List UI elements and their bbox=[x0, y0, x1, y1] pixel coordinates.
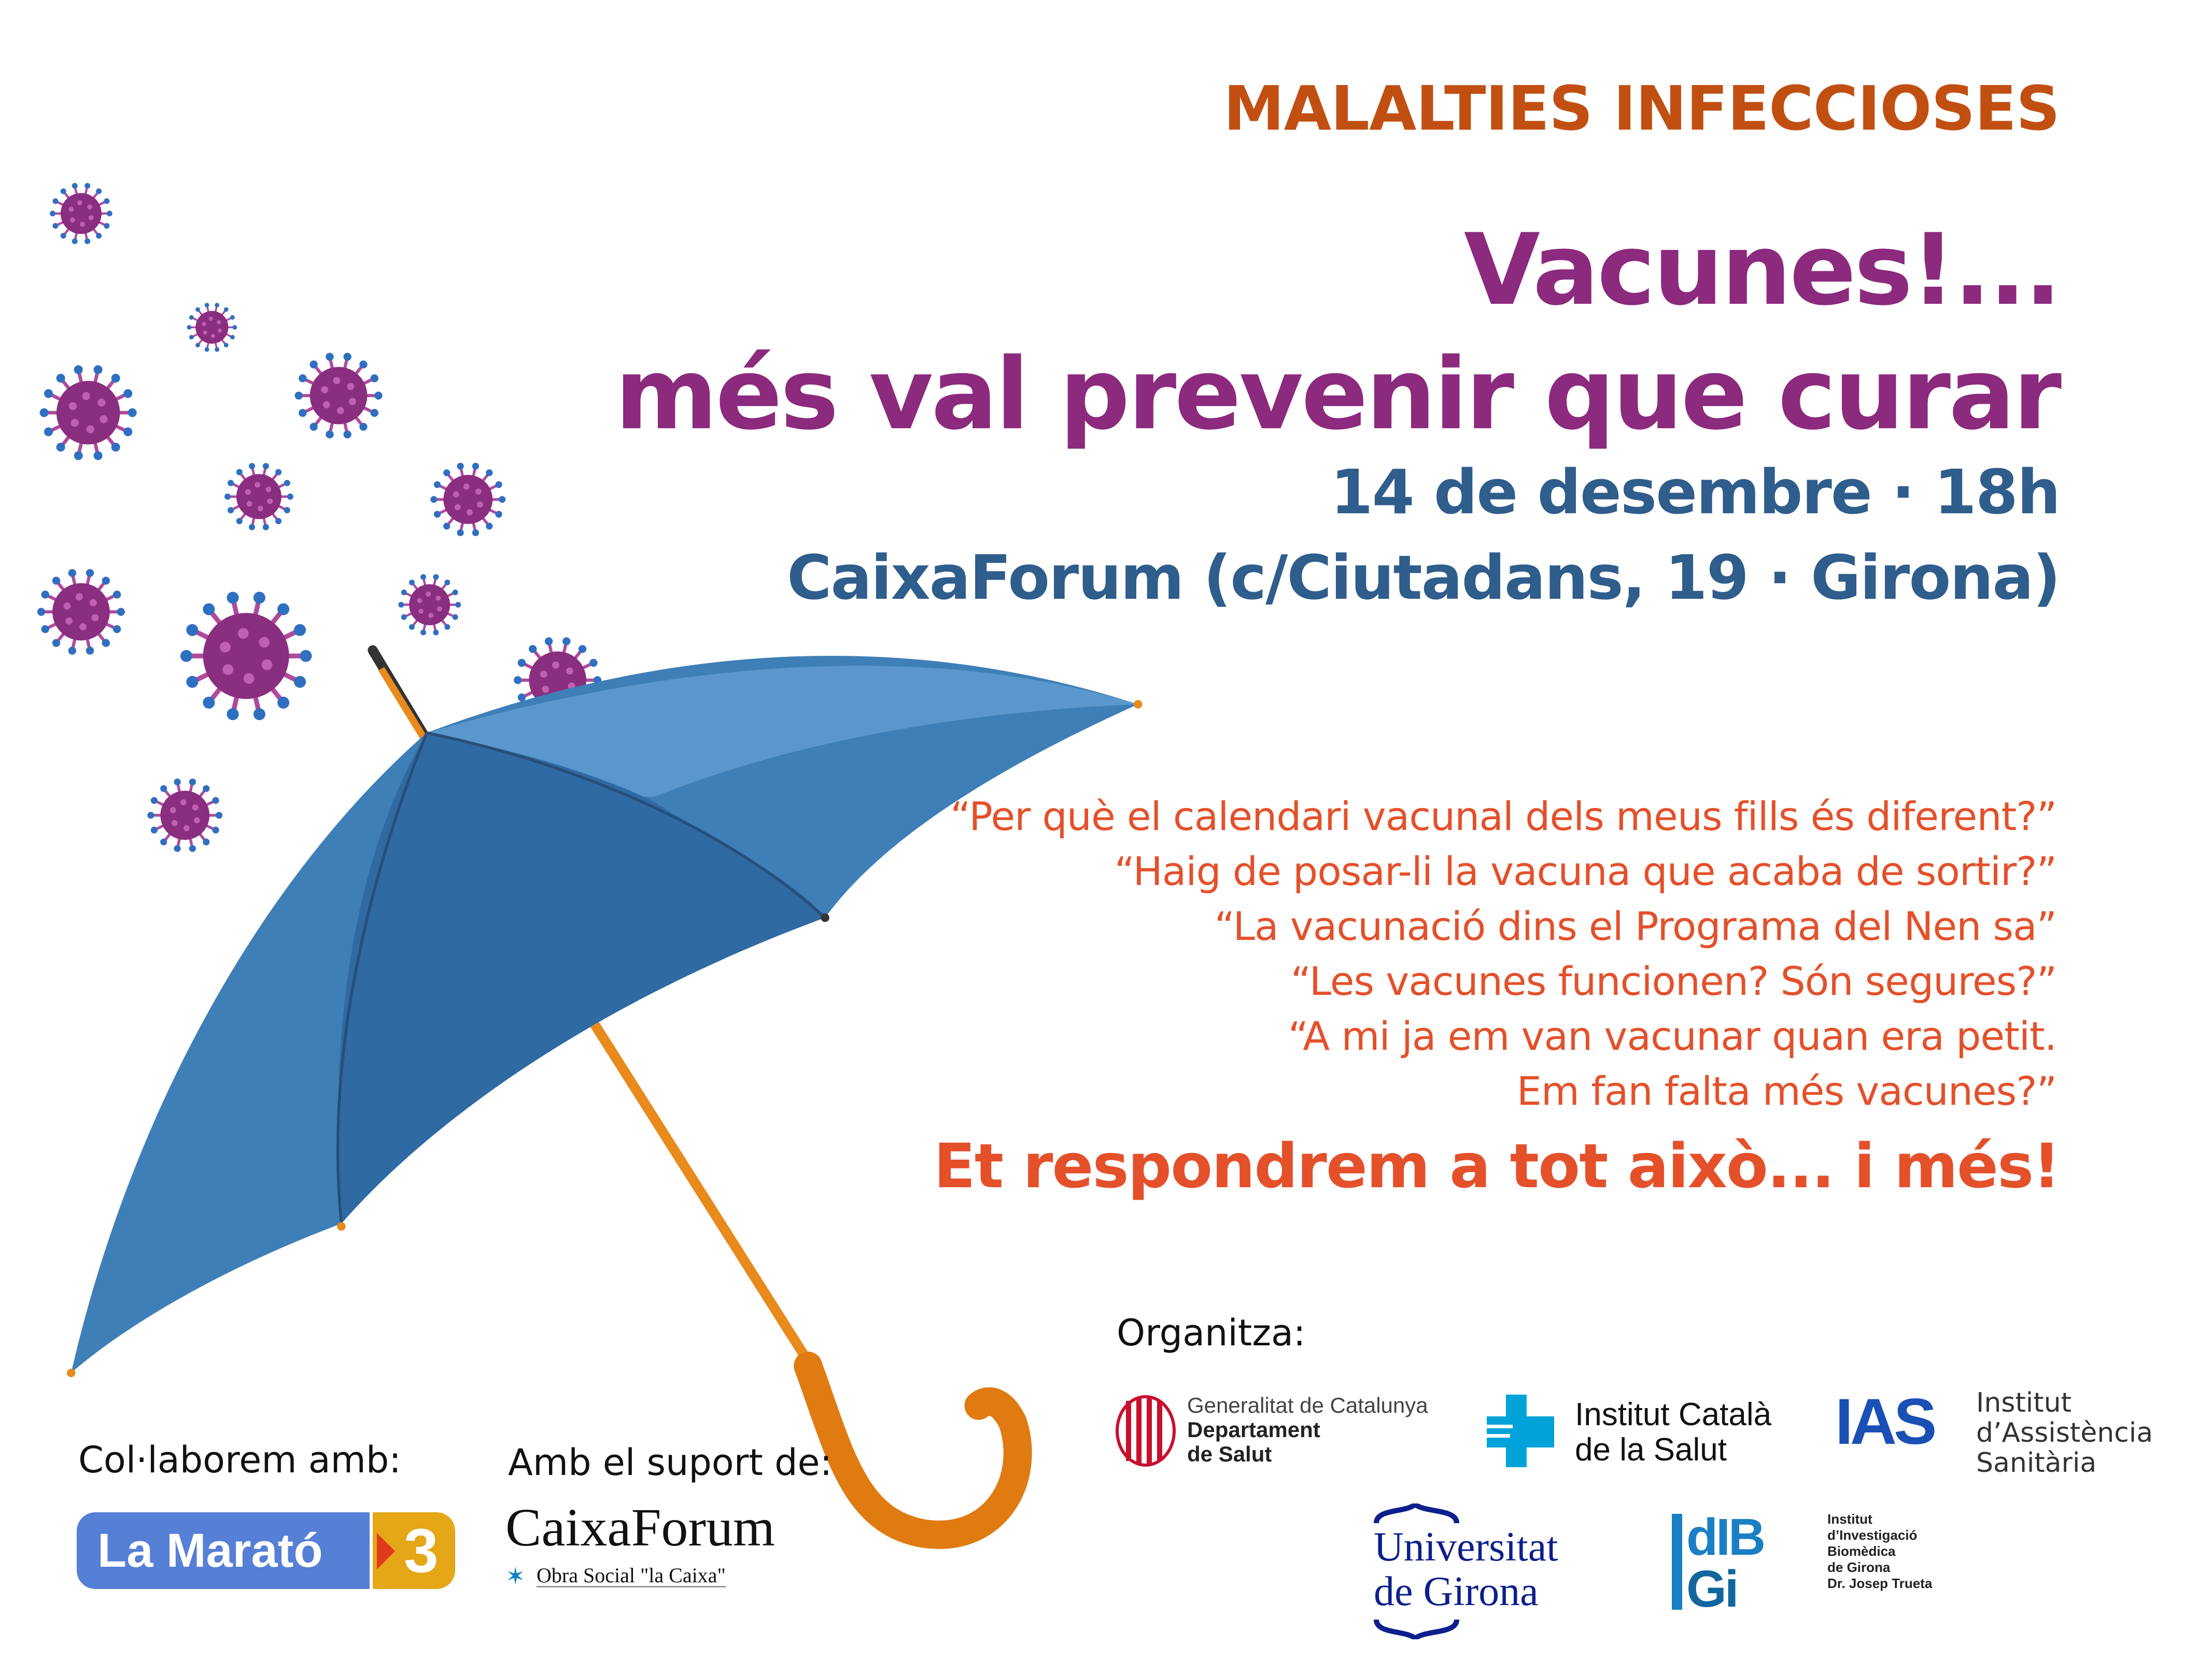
virus-icon bbox=[180, 592, 312, 721]
collaborators-label: Col·laborem amb: bbox=[78, 1439, 401, 1481]
ics-logo: Institut Català de la Salut bbox=[1487, 1395, 1824, 1467]
umbrella-highlight bbox=[427, 666, 1138, 797]
question: “Haig de posar-li la vacuna que acaba de… bbox=[1114, 848, 2057, 894]
event-date: 14 de desembre · 18h bbox=[1330, 456, 2061, 528]
virus-icon bbox=[224, 462, 293, 530]
tv3-logo: 3 bbox=[373, 1512, 455, 1589]
kicker-heading: MALALTIES INFECCIOSES bbox=[1223, 73, 2060, 144]
virus-icon bbox=[37, 569, 125, 655]
la-caixa-star-icon: ✶ bbox=[505, 1562, 526, 1590]
gencat-emblem-icon bbox=[1116, 1395, 1176, 1467]
title-line-2: més val prevenir que curar bbox=[615, 337, 2062, 452]
event-venue: CaixaForum (c/Ciutadans, 19 · Girona) bbox=[786, 542, 2061, 613]
virus-icon bbox=[39, 365, 137, 460]
virus-icon bbox=[430, 462, 506, 537]
umbrella-illustration bbox=[66, 645, 1143, 1549]
virus-icon bbox=[294, 353, 383, 439]
virus-icon bbox=[398, 574, 461, 636]
udg-logo: Universitat de Girona bbox=[1374, 1503, 1591, 1659]
la-marato-logo: La Marató bbox=[77, 1512, 370, 1589]
gencat-logo: Generalitat de Catalunya Departament de … bbox=[1115, 1395, 1472, 1467]
tv3-stripes-icon bbox=[377, 1533, 395, 1569]
question: “Per què el calendari vacunal dels meus … bbox=[950, 793, 2057, 839]
umbrella-top-shaft bbox=[378, 667, 430, 745]
question: “La vacunació dins el Programa del Nen s… bbox=[1214, 903, 2057, 949]
umbrella-handle bbox=[794, 1352, 1032, 1549]
virus-icon bbox=[147, 778, 223, 852]
question: Em fan falta més vacunes?” bbox=[1516, 1068, 2057, 1114]
idibgi-logo: dIB Gi Institut d’Investigació Biomèdica… bbox=[1672, 1511, 1983, 1615]
support-label: Amb el suport de: bbox=[508, 1441, 833, 1484]
question: “A mi ja em van vacunar quan era petit. bbox=[1288, 1013, 2057, 1059]
organizers-label: Organitza: bbox=[1117, 1312, 1306, 1354]
ics-cross-icon bbox=[1487, 1395, 1554, 1467]
caixaforum-logo: CaixaForum ✶ Obra Social "la Caixa" bbox=[505, 1498, 775, 1591]
udg-bracket-bottom-icon bbox=[1374, 1619, 1459, 1639]
udg-bracket-top-icon bbox=[1374, 1503, 1459, 1524]
umbrella-center-panel bbox=[337, 733, 825, 1224]
call-to-action: Et respondrem a tot això... i més! bbox=[934, 1130, 2061, 1202]
ias-logo: IAS Institut d’Assistència Sanitària bbox=[1835, 1386, 2153, 1479]
title-line-1: Vacunes!... bbox=[1463, 213, 2062, 327]
umbrella-shaft bbox=[590, 1021, 815, 1369]
virus-icon bbox=[187, 303, 237, 352]
virus-icon bbox=[50, 182, 112, 244]
question: “Les vacunes funcionen? Són segures?” bbox=[1290, 958, 2057, 1004]
